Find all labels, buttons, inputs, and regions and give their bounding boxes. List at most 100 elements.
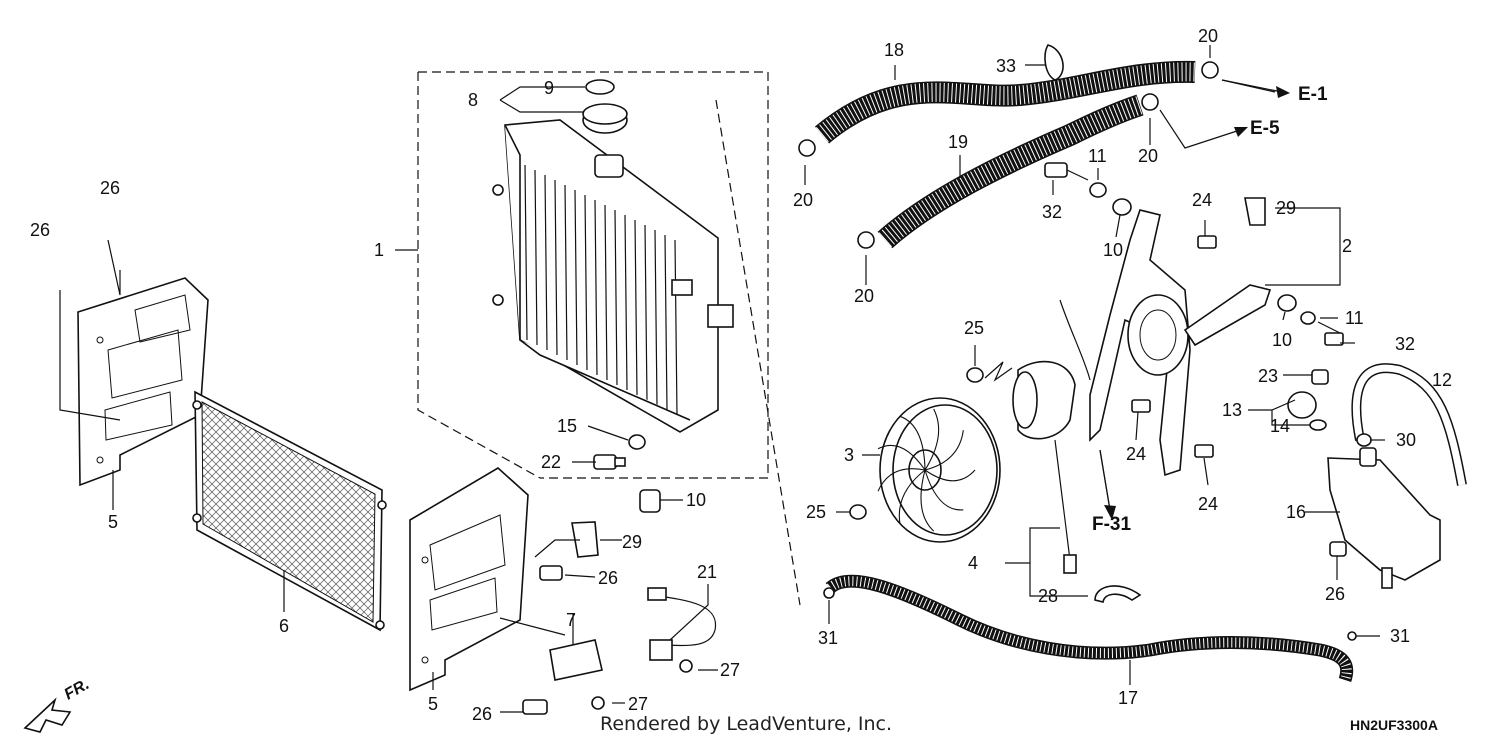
fan-bracket	[1089, 197, 1272, 477]
callout-7: 7	[566, 610, 576, 630]
callout-24a: 24	[1192, 190, 1212, 210]
reference-arrows	[1099, 79, 1290, 520]
drain-bolt	[593, 454, 626, 470]
nut-25-lower	[849, 504, 867, 520]
callout-18: 18	[884, 40, 904, 60]
callout-20a: 20	[1198, 26, 1218, 46]
callout-11a: 11	[1088, 146, 1107, 166]
callout-20b: 20	[793, 190, 813, 210]
callout-1: 1	[374, 240, 384, 260]
thermo-switch-housing	[549, 639, 603, 681]
callout-15: 15	[557, 416, 577, 436]
callout-labels: 1 8 9 26 26 5 6 5 29 26 7 15 22 10 21 27…	[30, 26, 1452, 724]
callout-20d: 20	[854, 286, 874, 306]
callout-26e: 26	[1325, 584, 1345, 604]
collar-11-upper	[1089, 182, 1107, 198]
hose-clamp-b	[857, 231, 875, 249]
tube-clip-30	[1356, 433, 1372, 447]
tube-clip-31-left	[823, 587, 835, 599]
callout-2: 2	[1342, 236, 1352, 256]
leader-lines	[59, 45, 1385, 713]
bolt-24-upper	[1197, 235, 1217, 249]
tank-bolt-26	[1329, 541, 1347, 557]
callout-10a: 10	[686, 490, 706, 510]
wire-harness-21	[647, 587, 717, 661]
screw-27-lower	[591, 696, 605, 710]
ref-e1: E-1	[1298, 84, 1328, 105]
callout-24b: 24	[1126, 444, 1146, 464]
bolt-32-right	[1317, 321, 1344, 346]
callout-27b: 27	[628, 694, 648, 714]
callout-17: 17	[1118, 688, 1138, 708]
front-direction-label: FR.	[62, 676, 93, 704]
nut-25-upper	[966, 367, 984, 383]
callout-25a: 25	[964, 318, 984, 338]
callout-25b: 25	[806, 502, 826, 522]
callout-13: 13	[1222, 400, 1242, 420]
callout-32a: 32	[1042, 202, 1062, 222]
callout-10c: 10	[1272, 330, 1292, 350]
callout-6: 6	[279, 616, 289, 636]
footer-credit: Rendered by LeadVenture, Inc.	[600, 713, 892, 735]
callout-4: 4	[968, 553, 978, 573]
tank-cap	[1287, 391, 1317, 419]
front-direction-arrow	[23, 697, 72, 733]
screw-27-upper	[679, 659, 693, 673]
bolt-26-right	[539, 565, 563, 581]
radiator-grille	[192, 390, 387, 632]
callout-29a: 29	[622, 532, 642, 552]
callout-5b: 5	[428, 694, 438, 714]
callout-3: 3	[844, 445, 854, 465]
lower-hose	[877, 94, 1144, 249]
diagram-code: HN2UF3300A	[1350, 717, 1438, 733]
cooling-fan	[877, 397, 1001, 543]
siphon-tube	[825, 574, 1354, 683]
fan-motor	[1012, 299, 1091, 574]
upper-hose	[814, 60, 1196, 144]
tank-cap-seal	[1309, 419, 1327, 431]
callout-27a: 27	[720, 660, 740, 680]
radiator-cap	[582, 103, 628, 134]
right-shroud	[409, 467, 529, 692]
callout-14: 14	[1270, 416, 1290, 436]
reference-labels: E-1 E-5 F-31	[1092, 84, 1328, 535]
wire-clip-28	[1094, 585, 1142, 603]
callout-29b: 29	[1276, 198, 1296, 218]
callout-22: 22	[541, 452, 561, 472]
callout-26c: 26	[598, 568, 618, 588]
callout-11b: 11	[1345, 308, 1364, 328]
collar-11-right	[1300, 311, 1316, 325]
hose-clip	[1044, 44, 1064, 81]
callout-19: 19	[948, 132, 968, 152]
hose-clamp-c	[1141, 93, 1159, 111]
callout-10b: 10	[1103, 240, 1123, 260]
drain-washer	[628, 434, 646, 450]
grommet-10-upper	[1112, 198, 1132, 216]
rubber-mount-bottom	[639, 489, 661, 513]
callout-23: 23	[1258, 366, 1278, 386]
callout-12: 12	[1432, 370, 1452, 390]
bolt-24-lower	[1194, 444, 1214, 458]
callout-30: 30	[1396, 430, 1416, 450]
grommet-10-right	[1277, 294, 1297, 312]
tank-bolt-23	[1311, 369, 1329, 385]
bolt-24-mid	[1131, 399, 1151, 413]
callout-32b: 32	[1395, 334, 1415, 354]
overflow-tube	[1351, 363, 1467, 486]
tube-clip-31-right	[1347, 631, 1357, 641]
reserve-tank	[1327, 447, 1441, 589]
callout-28: 28	[1038, 586, 1058, 606]
hose-clamp-d	[1201, 61, 1219, 79]
left-shroud	[77, 277, 209, 487]
ref-f31: F-31	[1092, 514, 1132, 535]
callout-9: 9	[544, 78, 554, 98]
hose-clamp-a	[798, 139, 816, 157]
callout-21: 21	[697, 562, 717, 582]
callout-33: 33	[996, 56, 1016, 76]
callout-8: 8	[468, 90, 478, 110]
ref-e5: E-5	[1250, 118, 1280, 139]
radiator-assembly-boundary	[417, 71, 801, 606]
callout-31b: 31	[1390, 626, 1410, 646]
bolt-26-bottom	[522, 699, 548, 715]
